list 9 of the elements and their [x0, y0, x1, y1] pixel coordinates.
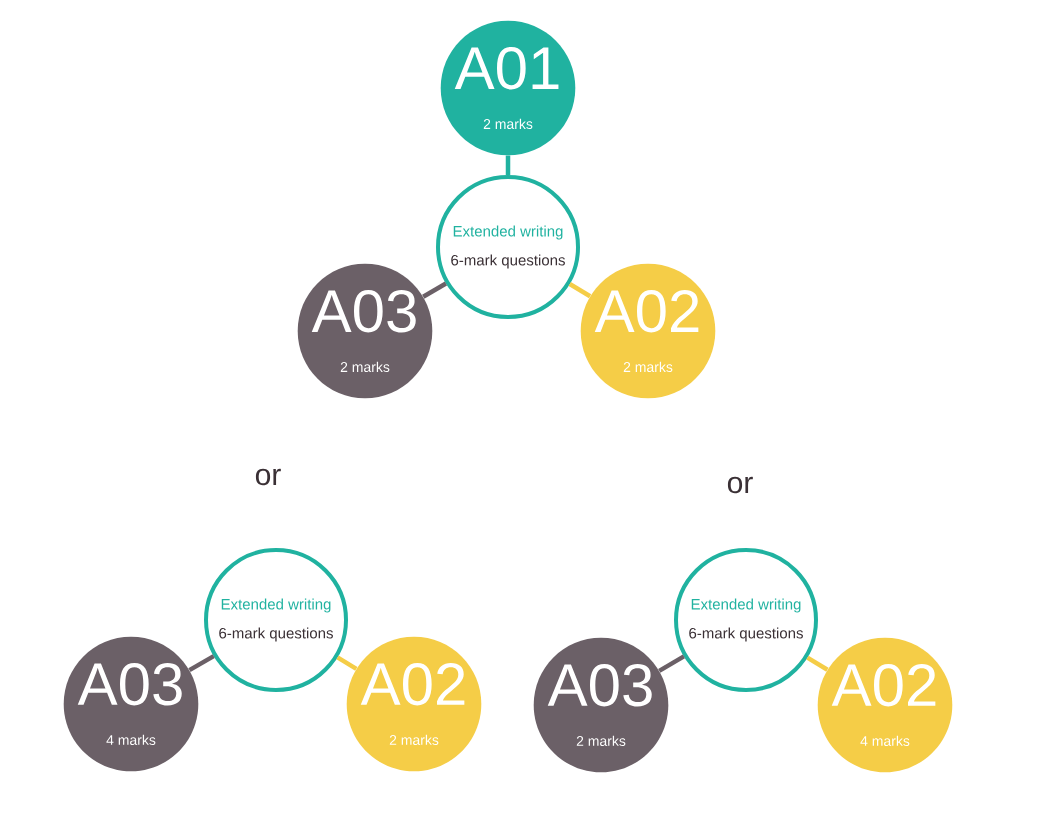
connector-line — [188, 654, 215, 673]
connector-line — [336, 655, 358, 671]
connector-line — [568, 282, 592, 299]
connector-line — [806, 655, 829, 672]
connector-line — [658, 654, 686, 673]
connector-line — [505, 155, 511, 175]
or-label: or — [727, 476, 753, 494]
connector-line — [422, 281, 448, 299]
or-label: or — [255, 468, 281, 486]
